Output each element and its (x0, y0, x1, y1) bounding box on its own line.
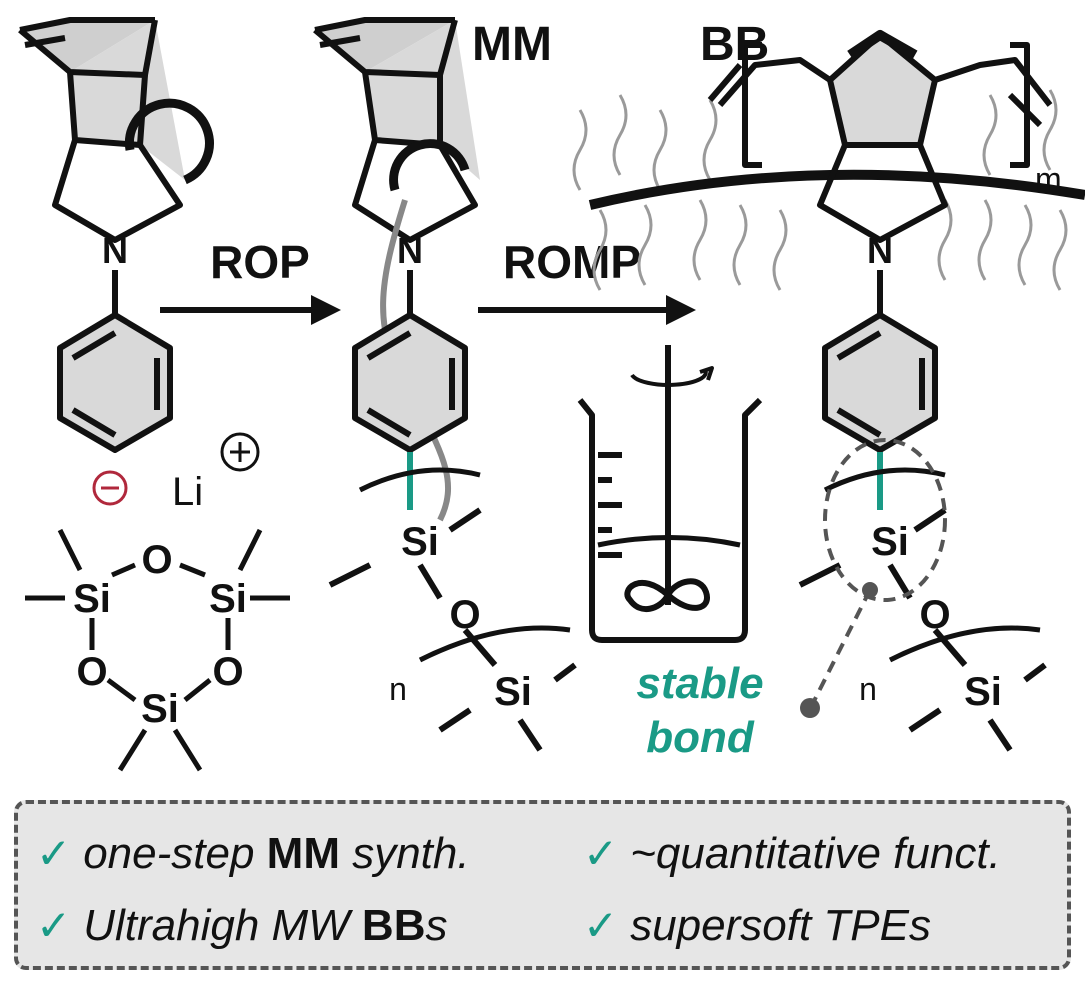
mm-si-label: Si (401, 520, 439, 564)
bb-repeat-n: n (859, 671, 877, 707)
check-icon: ✓ (583, 830, 619, 877)
siloxane-si-right: Si (209, 577, 247, 621)
bottlebrush-backbone (588, 169, 1085, 210)
mm-o-label: O (449, 593, 480, 637)
nitrogen-label-2: N (397, 230, 423, 271)
feature-item: ✓Ultrahigh MW BBs (36, 901, 448, 950)
macromonomer-structure (313, 17, 577, 752)
siloxane-o-right: O (212, 650, 243, 694)
mm-si-terminal-label: Si (494, 670, 532, 714)
mm-repeat-n: n (389, 671, 407, 707)
check-icon: ✓ (583, 902, 619, 949)
features-summary-box: ✓one-step MM synth. ✓~quantitative funct… (14, 800, 1071, 970)
stirred-beaker-icon (577, 345, 763, 643)
bond-label: bond (646, 713, 755, 762)
pointer-dot-bottom (800, 698, 820, 718)
stable-bond-highlight (823, 438, 947, 602)
carbanion-charge (92, 470, 128, 506)
check-icon: ✓ (36, 902, 72, 949)
siloxane-o-top: O (141, 538, 172, 582)
bb-si-terminal-label: Si (964, 670, 1002, 714)
siloxane-si-left: Si (73, 577, 111, 621)
d3-cyclosiloxane-structure (25, 528, 290, 772)
bb-si-label: Si (871, 520, 909, 564)
bottlebrush-side-chains (572, 89, 1068, 291)
polynorbornene-repeat-unit (707, 30, 1053, 752)
mm-label: MM (472, 18, 552, 71)
bb-label: BB (700, 18, 769, 71)
lithium-label: Li (172, 470, 203, 514)
rop-label: ROP (210, 236, 310, 288)
bb-o-label: O (919, 593, 950, 637)
bb-repeat-m: m (1035, 161, 1062, 197)
siloxane-o-left: O (76, 650, 107, 694)
nitrogen-label-3: N (867, 230, 893, 271)
check-icon: ✓ (36, 830, 72, 877)
siloxane-si-bottom: Si (141, 687, 179, 731)
lithiated-monomer-structure (18, 17, 214, 453)
stable-label: stable (636, 659, 763, 708)
feature-item: ✓one-step MM synth. (36, 829, 470, 878)
feature-item: ✓~quantitative funct. (583, 829, 1001, 878)
feature-item: ✓supersoft TPEs (583, 901, 931, 950)
lithium-cation-charge (220, 432, 260, 472)
romp-label: ROMP (503, 236, 641, 288)
pointer-dot-top (862, 582, 878, 598)
stable-bond-pointer (810, 589, 872, 706)
nitrogen-label-1: N (102, 230, 128, 271)
